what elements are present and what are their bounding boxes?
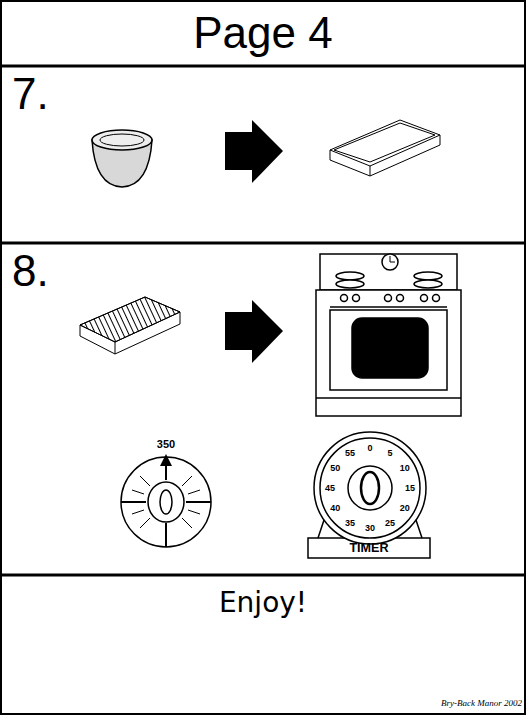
timer-number: 25 — [385, 518, 395, 528]
closing-panel: Enjoy! — [0, 576, 526, 686]
timer-number: 0 — [367, 443, 372, 453]
timer-number: 35 — [345, 518, 355, 528]
step-panel: 8. TIMER — [0, 244, 526, 574]
timer-number: 45 — [325, 483, 335, 493]
timer-number: 15 — [405, 483, 415, 493]
page-title: Page 4 — [0, 8, 526, 58]
timer-number: 5 — [387, 448, 392, 458]
credit-note: Bry-Back Manor 2002 — [441, 698, 522, 708]
step-text: 8. — [12, 246, 49, 296]
temperature-label: 350 — [136, 438, 196, 450]
step-text: TIMER — [309, 539, 429, 557]
timer-number: 20 — [400, 503, 410, 513]
timer-number: 10 — [400, 463, 410, 473]
step-text: Enjoy! — [0, 586, 526, 619]
timer-number: 30 — [365, 523, 375, 533]
timer-number: 40 — [330, 503, 340, 513]
timer-label-box: TIMER — [309, 539, 429, 557]
step-text: 7. — [12, 69, 49, 119]
timer-number: 55 — [345, 448, 355, 458]
step-panel: 7. — [0, 67, 526, 242]
timer-number: 50 — [330, 463, 340, 473]
